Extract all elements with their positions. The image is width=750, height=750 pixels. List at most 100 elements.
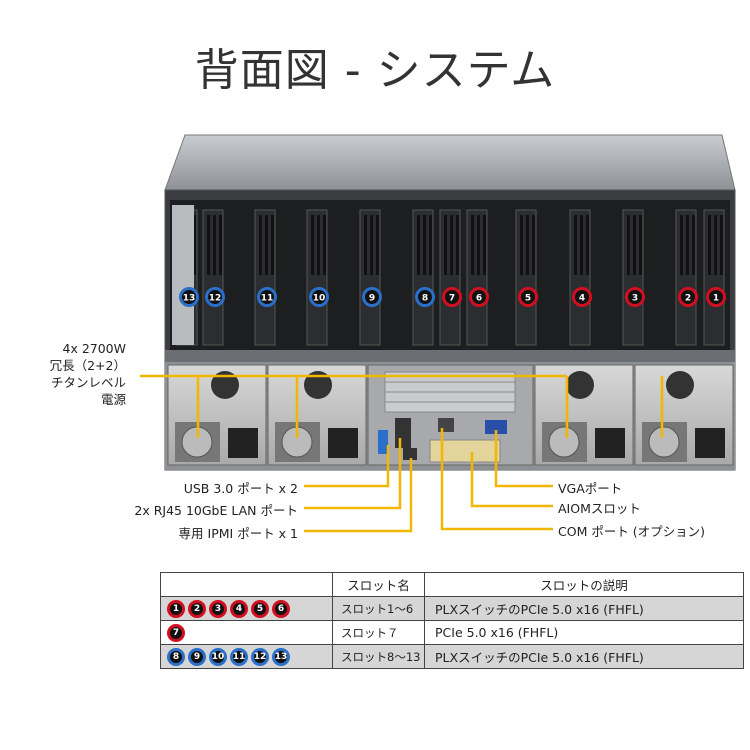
slot-marker-label: 10 — [313, 294, 326, 304]
bracket-vent — [271, 215, 274, 275]
io-bracket — [172, 205, 194, 345]
slot-marker-label: 12 — [209, 294, 222, 304]
bracket-vent — [627, 215, 630, 275]
slot-marker-3: 3 — [625, 287, 645, 307]
slot-marker-label: 3 — [632, 294, 638, 304]
bracket-vent — [586, 215, 589, 275]
lan-ports — [395, 418, 411, 448]
slot-number-badge: 12 — [251, 647, 269, 666]
pcie-brackets — [176, 209, 725, 346]
slot-marker-label: 6 — [476, 294, 482, 304]
callout-lines — [140, 374, 664, 533]
slot-marker-11: 11 — [257, 287, 277, 307]
slot-marker-label: 5 — [525, 294, 531, 304]
slot-number-badge: 11 — [230, 647, 248, 666]
chassis-top — [164, 134, 736, 191]
slot-marker-label: 11 — [261, 294, 274, 304]
psu-left-1 — [167, 364, 267, 466]
slot-marker-circle — [415, 287, 435, 307]
psu-label: 4x 2700W 冗長（2+2） チタンレベル 電源 — [49, 341, 126, 407]
slot-marker-label: 9 — [369, 294, 375, 304]
slot-marker-label: 2 — [685, 294, 691, 304]
slot-marker-circle — [179, 287, 199, 307]
slot-number-badge: 7 — [167, 623, 185, 642]
slot-description: PCIe 5.0 x16 (FHFL) — [424, 620, 744, 645]
slot-marker-1: 1 — [706, 287, 726, 307]
slot-marker-8: 8 — [415, 287, 435, 307]
bracket-vent — [370, 215, 373, 275]
slot-number-badge: 8 — [167, 647, 185, 666]
bracket-vent — [376, 215, 379, 275]
slot-marker-circle — [572, 287, 592, 307]
bracket-vent — [639, 215, 642, 275]
slot-name: スロット1〜6 — [332, 596, 425, 621]
slot-marker-label: 7 — [449, 294, 455, 304]
bracket-vent — [580, 215, 583, 275]
slot-description: PLXスイッチのPCIe 5.0 x16 (FHFL) — [424, 644, 744, 669]
bracket-vent — [323, 215, 326, 275]
bracket-vent — [193, 215, 196, 275]
bracket-vent — [417, 215, 420, 275]
slot-number-badge: 13 — [272, 647, 290, 666]
slot-marker-4: 4 — [572, 287, 592, 307]
bracket-vent — [456, 215, 459, 275]
slot-number-badge: 10 — [209, 647, 227, 666]
usb-label: USB 3.0 ポート x 2 — [183, 481, 298, 496]
page-title: 背面図 - システム — [194, 45, 556, 96]
psu-left-2 — [267, 364, 367, 466]
slot-marker-10: 10 — [309, 287, 329, 307]
bracket-vent — [259, 215, 262, 275]
slot-marker-12: 12 — [205, 287, 225, 307]
aiom-label: AIOMスロット — [558, 501, 641, 516]
slot-marker-13: 13 — [179, 287, 199, 307]
bracket-vent — [213, 215, 216, 275]
bracket-vent — [219, 215, 222, 275]
slot-marker-circle — [469, 287, 489, 307]
bracket-vent — [532, 215, 535, 275]
vga-label: VGAポート — [558, 481, 623, 496]
ipmi-port — [403, 448, 417, 460]
bracket-vent — [686, 215, 689, 275]
bracket-vent — [720, 215, 723, 275]
bracket-vent — [471, 215, 474, 275]
aiom-slot — [429, 439, 501, 463]
psu-right-2 — [634, 364, 734, 466]
slot-number-badge: 2 — [188, 599, 206, 618]
slot-number-badge: 4 — [230, 599, 248, 618]
slot-marker-label: 1 — [713, 294, 719, 304]
slot-number-badge: 6 — [272, 599, 290, 618]
psu-right-1 — [534, 364, 634, 466]
slot-circles: 7 — [161, 623, 332, 642]
table-header-row: スロット名 スロットの説明 — [160, 572, 744, 597]
bracket-vent — [207, 215, 210, 275]
bracket-vent — [526, 215, 529, 275]
com-port — [438, 418, 454, 432]
table-header: スロットの説明 — [424, 572, 744, 597]
bracket-vent — [708, 215, 711, 275]
slot-marker-circle — [706, 287, 726, 307]
bracket-vent — [477, 215, 480, 275]
bracket-vent — [423, 215, 426, 275]
bracket-vent — [364, 215, 367, 275]
bracket-vent — [574, 215, 577, 275]
vga-port — [485, 420, 507, 434]
slot-marker-2: 2 — [678, 287, 698, 307]
bracket-vent — [680, 215, 683, 275]
slot-name: スロット７ — [332, 620, 425, 645]
slot-marker-circle — [625, 287, 645, 307]
slot-marker-circle — [309, 287, 329, 307]
slot-marker-7: 7 — [442, 287, 462, 307]
bracket-vent — [317, 215, 320, 275]
slot-number-badge: 9 — [188, 647, 206, 666]
slot-marker-label: 8 — [422, 294, 428, 304]
bracket-vent — [265, 215, 268, 275]
slot-marker-circle — [257, 287, 277, 307]
ipmi-label: 専用 IPMI ポート x 1 — [178, 526, 298, 541]
table-header: スロット名 — [332, 572, 425, 597]
usb-ports — [378, 430, 388, 454]
